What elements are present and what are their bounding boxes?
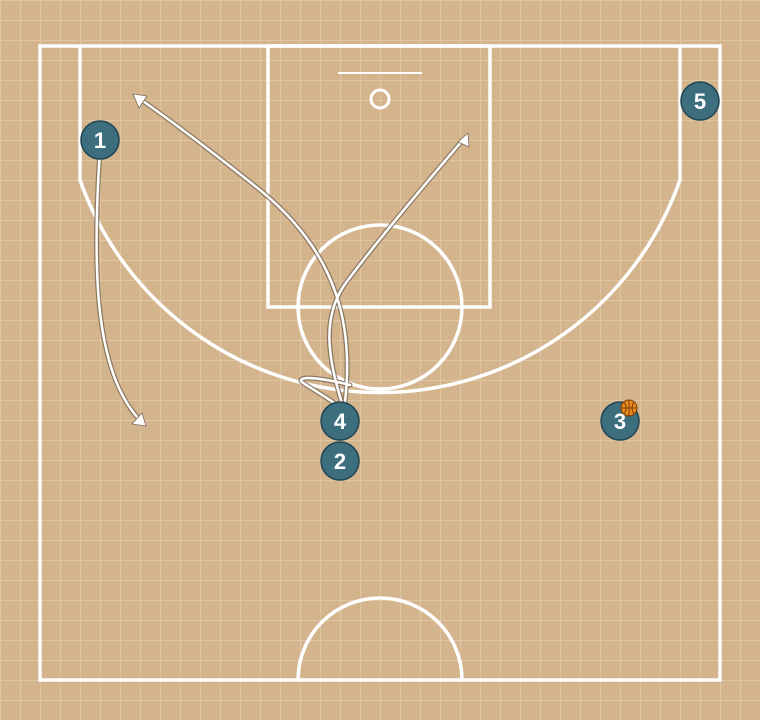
player-label: 1 <box>94 128 106 153</box>
player-2: 2 <box>320 441 360 481</box>
cut-path-player-1 <box>95 148 140 420</box>
cut-path-right-block <box>328 139 464 412</box>
player-marker <box>320 441 360 481</box>
player-5: 5 <box>680 81 720 121</box>
cut-paths <box>95 97 464 420</box>
player-label: 3 <box>614 409 626 434</box>
arrowheads <box>131 93 470 427</box>
players-layer: 1 2 3 4 5 <box>80 81 720 481</box>
player-marker <box>320 401 360 441</box>
arrowhead-1 <box>131 412 147 427</box>
player-label: 5 <box>694 89 706 114</box>
free-throw-circle <box>296 223 464 391</box>
three-point-arc <box>78 46 682 395</box>
center-circle <box>296 596 464 681</box>
court-lines <box>38 44 722 682</box>
paint-lane <box>266 44 492 309</box>
cut-path-left-block <box>138 97 349 412</box>
player-marker <box>80 120 120 160</box>
arrowhead-2 <box>132 93 148 109</box>
basket-rim <box>369 88 391 110</box>
movement-paths <box>94 93 470 427</box>
player-label: 2 <box>334 449 346 474</box>
player-marker <box>680 81 720 121</box>
basketball-icon <box>620 399 638 417</box>
player-4: 4 <box>320 401 360 441</box>
player-1: 1 <box>80 120 120 160</box>
player-label: 4 <box>334 409 347 434</box>
cut-path-curl <box>299 376 352 412</box>
arrowhead-3 <box>457 132 470 148</box>
